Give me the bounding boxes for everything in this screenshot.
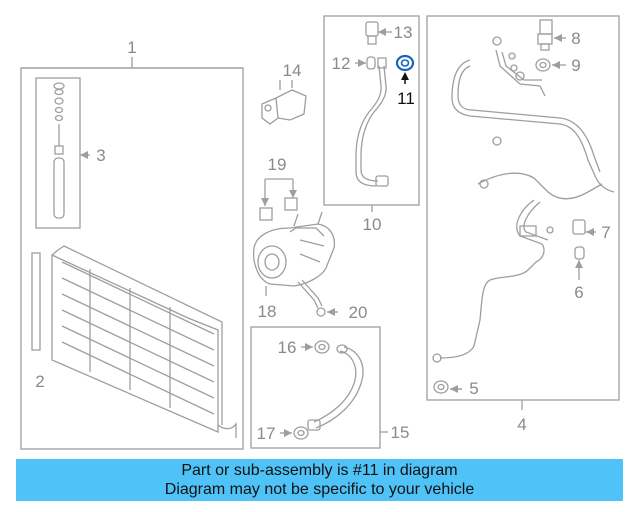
part-20-bolt [297, 279, 338, 317]
info-banner: Part or sub-assembly is #11 in diagram D… [16, 459, 623, 501]
hose-10 [355, 57, 389, 187]
callout-19: 19 [268, 155, 287, 174]
part-13-fitting [365, 21, 392, 45]
part-18-compressor [252, 211, 336, 296]
callout-7: 7 [601, 223, 610, 242]
callout-6: 6 [574, 283, 583, 302]
banner-line-1: Part or sub-assembly is #11 in diagram [181, 462, 458, 479]
callout-15: 15 [391, 423, 410, 442]
callout-5: 5 [469, 379, 478, 398]
box-receiver-drier [35, 77, 81, 229]
receiver-drier-parts [53, 82, 65, 219]
callout-10: 10 [363, 215, 382, 234]
banner-line-2: Diagram may not be specific to your vehi… [164, 481, 475, 498]
part-11-oring[interactable] [395, 54, 415, 72]
small-fittings [492, 36, 554, 234]
line-assembly-4 [432, 49, 615, 363]
callout-9: 9 [571, 56, 580, 75]
callout-2: 2 [35, 372, 44, 391]
callout-18: 18 [258, 302, 277, 321]
callout-20: 20 [349, 303, 368, 322]
box-condenser [20, 67, 244, 450]
box-hose-15 [250, 326, 381, 449]
callout-4: 4 [517, 415, 526, 434]
callout-17: 17 [257, 424, 276, 443]
condenser-core [51, 245, 237, 438]
callout-3: 3 [96, 146, 105, 165]
callout-11[interactable]: 11 [397, 89, 415, 108]
callout-8: 8 [571, 29, 580, 48]
callout-16: 16 [278, 338, 297, 357]
part-14-bracket [261, 80, 307, 125]
box-lines-4 [426, 15, 620, 401]
callout-14: 14 [283, 61, 302, 80]
callout-12: 12 [332, 54, 351, 73]
callout-13: 13 [394, 23, 413, 42]
part-8-sensor [537, 19, 553, 51]
part-9-washer [535, 58, 551, 72]
hose-15 [307, 344, 364, 431]
callout-1: 1 [127, 38, 136, 57]
arrowheads [80, 28, 594, 437]
condenser-side-strip [31, 252, 41, 351]
